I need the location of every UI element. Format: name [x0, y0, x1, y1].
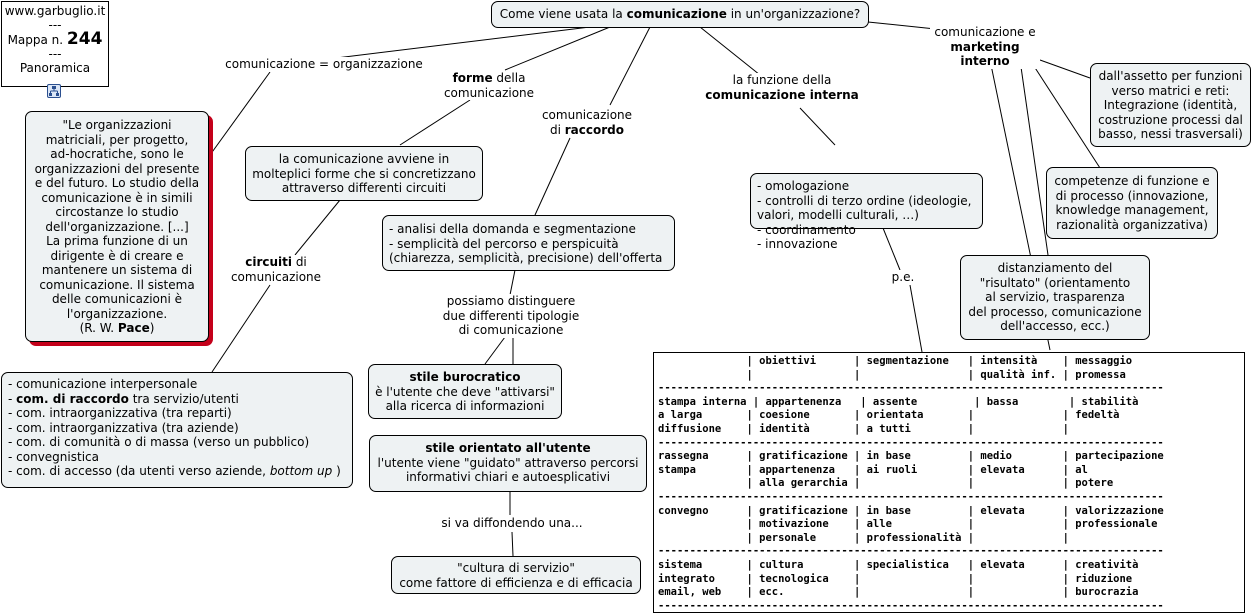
- list-item-rest: tra servizio/utenti: [128, 391, 239, 406]
- header-separator: ---: [48, 18, 62, 32]
- map-header: www.garbuglio.it --- Mappa n. 244 --- Pa…: [1, 1, 109, 87]
- label-raccordo-pre: comunicazione di: [541, 108, 633, 137]
- comunicazione-interna-node[interactable]: - omologazione - controlli di terzo ordi…: [750, 173, 983, 251]
- label-circuiti-bold: circuiti: [245, 255, 292, 269]
- comparison-table: | obiettivi | segmentazione | intensità …: [653, 352, 1245, 613]
- marketing-competenze-node[interactable]: competenze di funzione e di processo (in…: [1046, 167, 1218, 239]
- label-interna-pre: la funzione della: [732, 73, 832, 87]
- root-text: Come viene usata la: [499, 7, 627, 21]
- list-item: - comunicazione interpersonale: [8, 377, 198, 391]
- label-raccordo-bold: raccordo: [564, 122, 624, 137]
- map-label: Mappa n.: [7, 33, 64, 47]
- stile-utente-text: l'utente viene "guidato" attraverso perc…: [377, 455, 639, 485]
- root-question[interactable]: Come viene usata la comunicazione in un'…: [491, 1, 869, 28]
- label-marketing-bold: marketing interno: [950, 39, 1020, 69]
- forme-node[interactable]: la comunicazione avviene in molteplici f…: [245, 146, 483, 201]
- list-item-pre: - com. di accesso (da utenti verso azien…: [8, 464, 270, 478]
- raccordo-node[interactable]: - analisi della domanda e segmentazione …: [382, 215, 675, 271]
- view-label: Panoramica: [19, 61, 91, 75]
- root-text-end: in un'organizzazione?: [726, 7, 861, 21]
- sitemap-icon[interactable]: [47, 84, 61, 98]
- label-possiamo-distinguere: possiamo distinguere due differenti tipo…: [436, 294, 586, 338]
- list-item-bold: com. di raccordo: [16, 391, 129, 406]
- stile-burocratico-title: stile burocratico: [409, 370, 521, 384]
- label-interna-bold: comunicazione interna: [705, 87, 859, 102]
- label-marketing-interno: comunicazione e marketing interno: [930, 25, 1040, 69]
- list-item: - com. intraorganizzativa (tra reparti): [8, 406, 232, 420]
- quote-text: "Le organizzazioni matriciali, per proge…: [34, 118, 200, 335]
- list-item-italic: bottom up: [269, 464, 333, 478]
- marketing-assetto-node[interactable]: dall'assetto per funzioni verso matrici …: [1090, 63, 1251, 147]
- marketing-distanziamento-node[interactable]: distanziamento del "risultato" (orientam…: [960, 255, 1150, 340]
- quote-author: Pace: [117, 321, 150, 335]
- label-pe: p.e.: [886, 270, 920, 285]
- list-item: - com. di raccordo tra servizio/utenti: [8, 392, 346, 407]
- label-raccordo: comunicazione di raccordo: [538, 108, 636, 137]
- label-forme: forme della comunicazione: [440, 71, 538, 100]
- map-number-line: Mappa n. 244: [2, 29, 108, 49]
- quote-close: ): [149, 321, 155, 335]
- list-item: - com. intraorganizzativa (tra aziende): [8, 420, 239, 435]
- stile-utente-title: stile orientato all'utente: [425, 441, 591, 455]
- label-marketing-pre: comunicazione e: [934, 25, 1036, 39]
- label-circuiti: circuiti di comunicazione: [226, 255, 326, 284]
- label-si-va-diffondendo: si va diffondendo una...: [432, 516, 592, 531]
- label-forme-bold: forme: [452, 71, 493, 85]
- root-text-bold: comunicazione: [626, 7, 727, 21]
- table-text: | obiettivi | segmentazione | intensità …: [658, 355, 1164, 612]
- list-item: - com. di accesso (da utenti verso azien…: [8, 464, 346, 479]
- list-item: - com. di comunità o di massa (verso un …: [8, 435, 310, 449]
- label-forme-rest: della comunicazione: [443, 71, 535, 100]
- label-comunicazione-organizzazione: comunicazione = organizzazione: [222, 57, 426, 72]
- header-separator: ---: [48, 47, 62, 61]
- cultura-servizio-node[interactable]: "cultura di servizio" come fattore di ef…: [391, 556, 641, 594]
- map-number: 244: [66, 29, 103, 49]
- site-url[interactable]: www.garbuglio.it: [4, 4, 106, 18]
- pace-quote[interactable]: "Le organizzazioni matriciali, per proge…: [25, 111, 209, 342]
- list-item: - convegnistica: [8, 449, 99, 464]
- list-item-dash: -: [8, 391, 17, 406]
- label-circuiti-rest: di comunicazione: [230, 255, 322, 284]
- list-item-post: ): [332, 464, 341, 478]
- label-comunicazione-interna: la funzione della comunicazione interna: [700, 73, 864, 102]
- circuiti-list[interactable]: - comunicazione interpersonale- com. di …: [1, 372, 353, 488]
- stile-burocratico-text: è l'utente che deve "attivarsi" alla ric…: [375, 384, 555, 414]
